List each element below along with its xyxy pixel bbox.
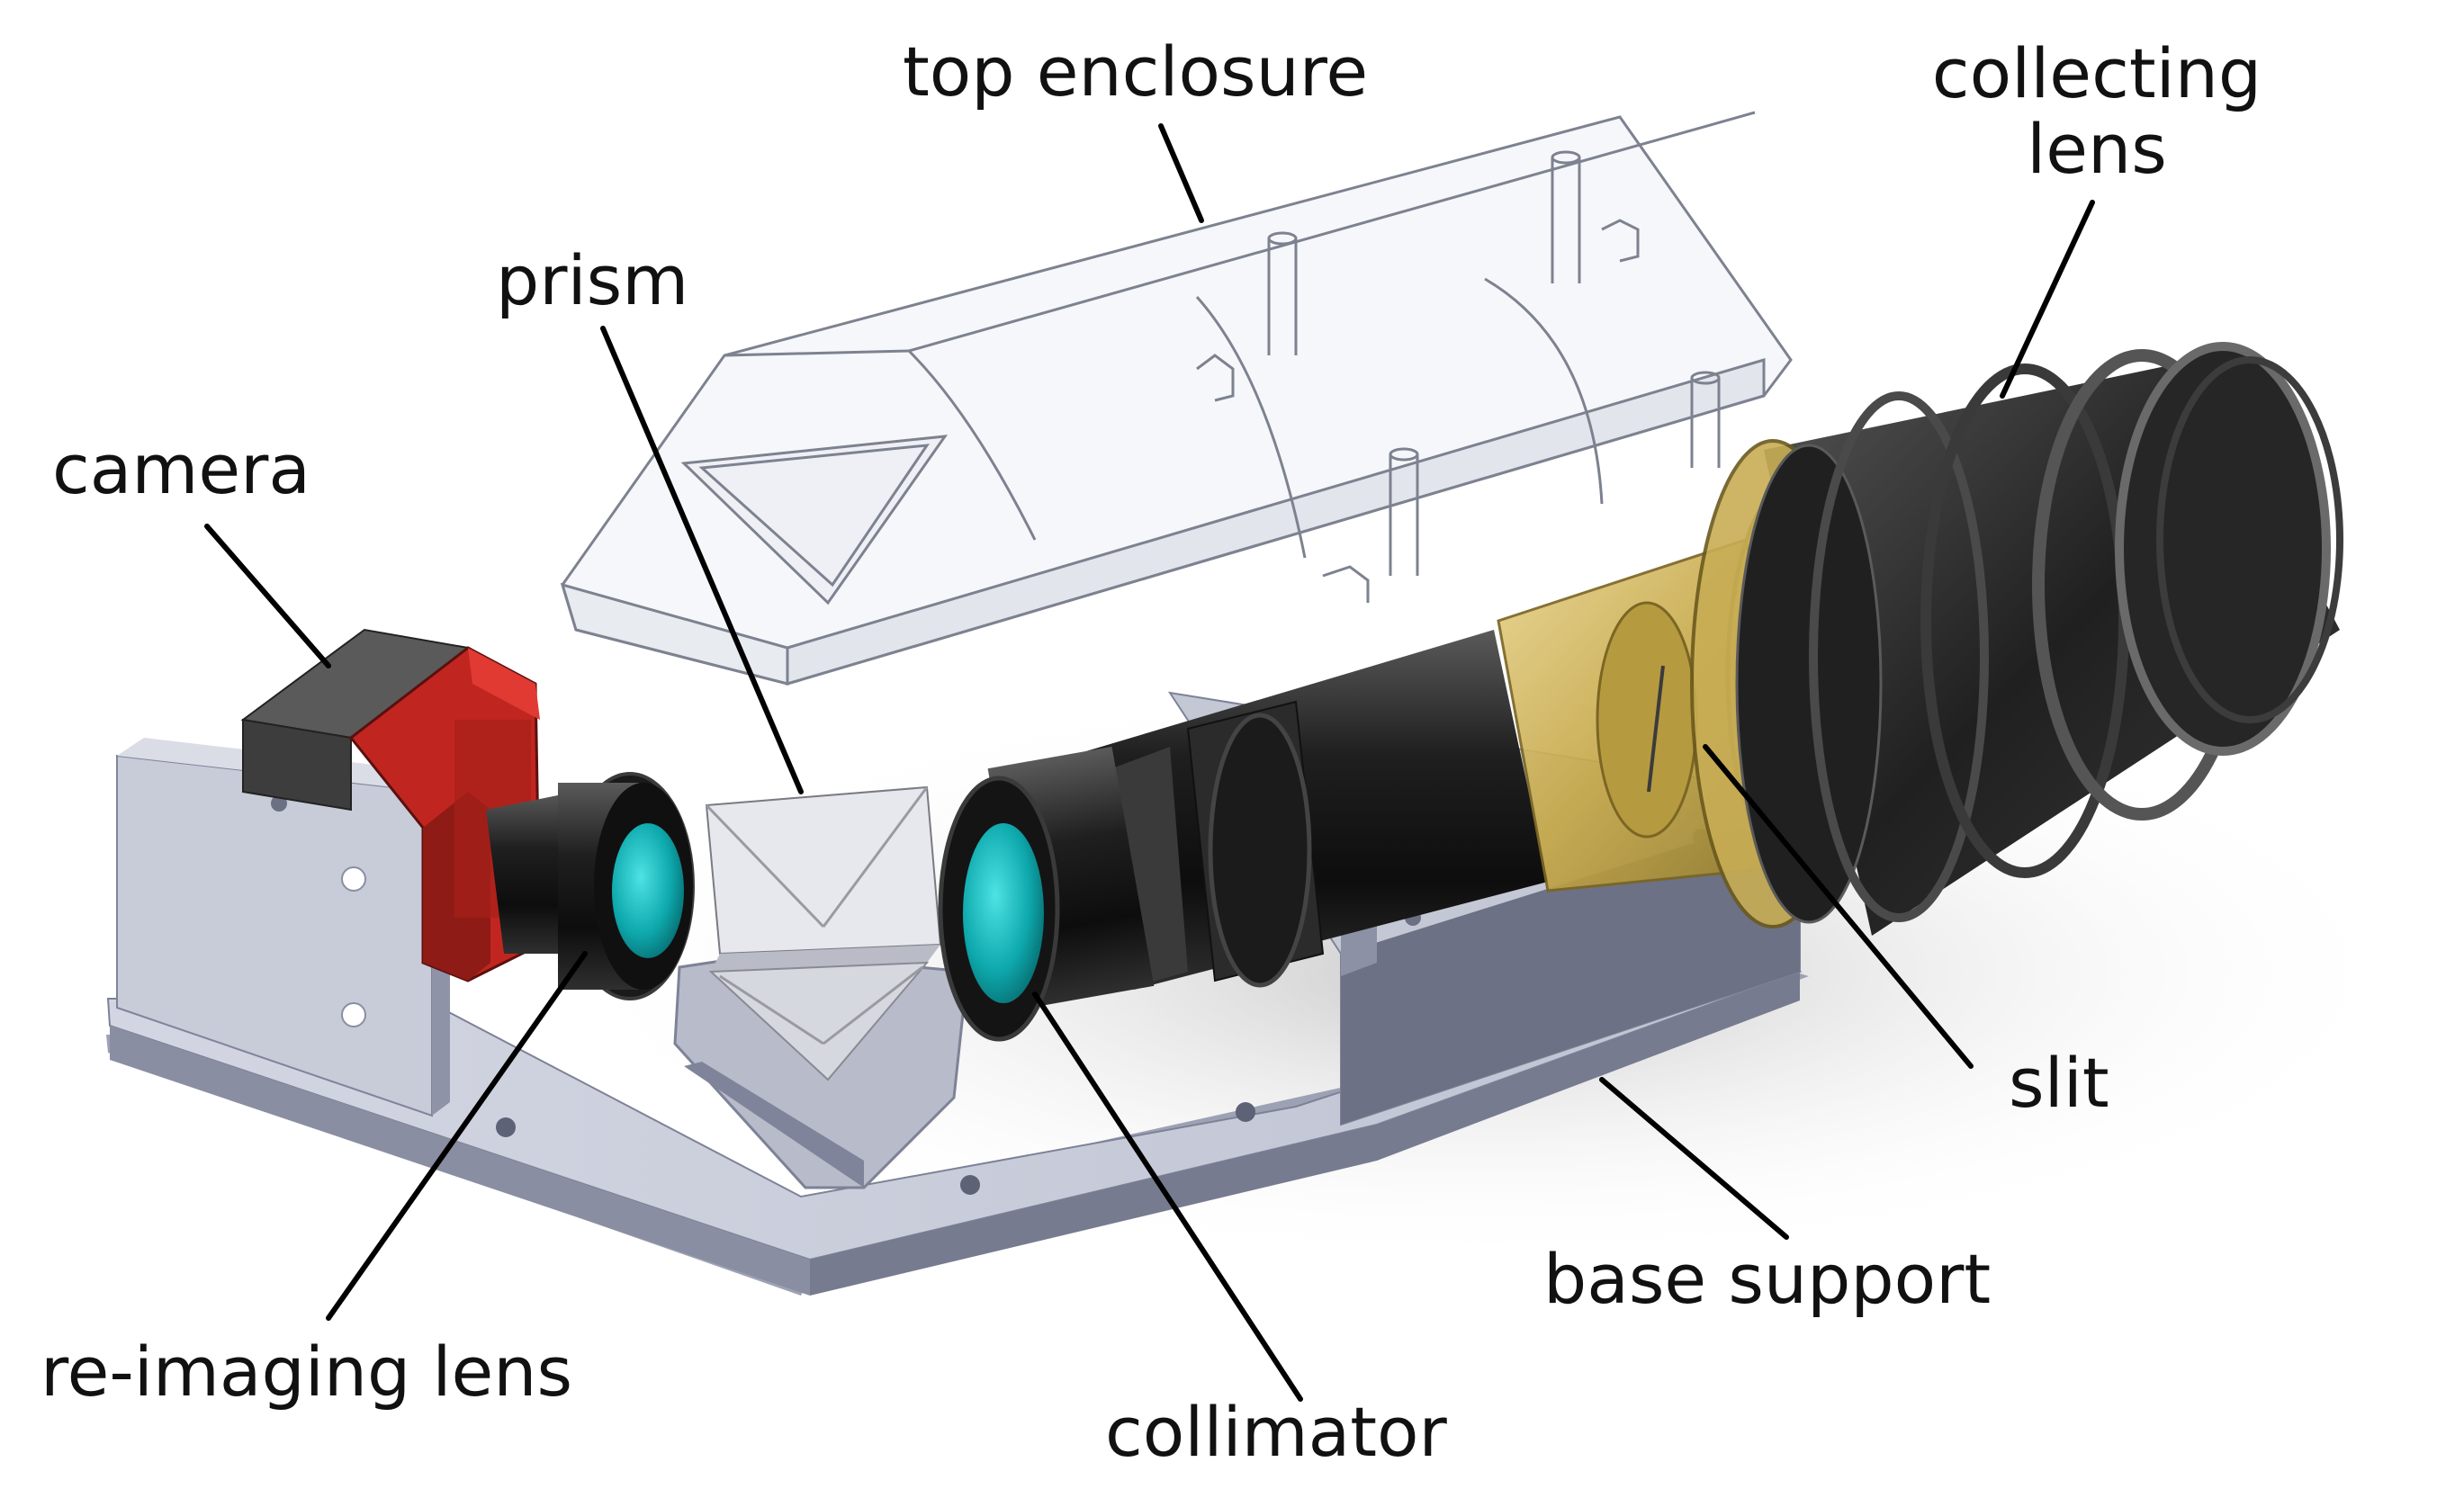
label-camera: camera <box>52 429 310 509</box>
mount-hole <box>496 1117 516 1137</box>
prism <box>705 785 942 1081</box>
label-prism: prism <box>496 240 689 320</box>
collecting-lens <box>1690 342 2343 936</box>
leader-lines <box>204 123 2095 1402</box>
leader-collecting-lens <box>2000 200 2095 399</box>
collimator-glass <box>963 823 1044 1003</box>
label-collecting-lens: collecting lens <box>1917 36 2277 187</box>
mount-hole <box>1236 1102 1255 1122</box>
collimator <box>938 630 1548 1042</box>
base-support <box>106 691 1809 1296</box>
top-enclosure <box>560 111 1793 686</box>
mount-hole <box>271 795 287 812</box>
leader-top-enclosure <box>1158 123 1204 223</box>
leader-slit <box>1703 744 1974 1069</box>
label-top-enclosure: top enclosure <box>903 31 1369 112</box>
label-slit: slit <box>2009 1043 2109 1123</box>
label-collecting-lens-line1: collecting <box>1931 33 2262 113</box>
mount-hole <box>960 1175 980 1195</box>
leader-re-imaging-lens <box>326 951 588 1321</box>
mount-hole <box>341 1002 366 1027</box>
leader-prism <box>600 326 804 794</box>
leader-collimator <box>1032 991 1303 1402</box>
leader-base-support <box>1599 1077 1789 1240</box>
label-collimator: collimator <box>1105 1392 1447 1472</box>
label-base-support: base support <box>1543 1239 1992 1319</box>
leader-camera <box>204 524 331 668</box>
slit-aperture <box>1647 665 1665 793</box>
label-re-imaging-lens: re-imaging lens <box>40 1332 573 1412</box>
re-imaging-lens <box>486 772 695 1000</box>
label-collecting-lens-line2: lens <box>2027 109 2167 189</box>
mount-hole <box>341 866 366 892</box>
re-imaging-lens-glass <box>612 823 684 958</box>
